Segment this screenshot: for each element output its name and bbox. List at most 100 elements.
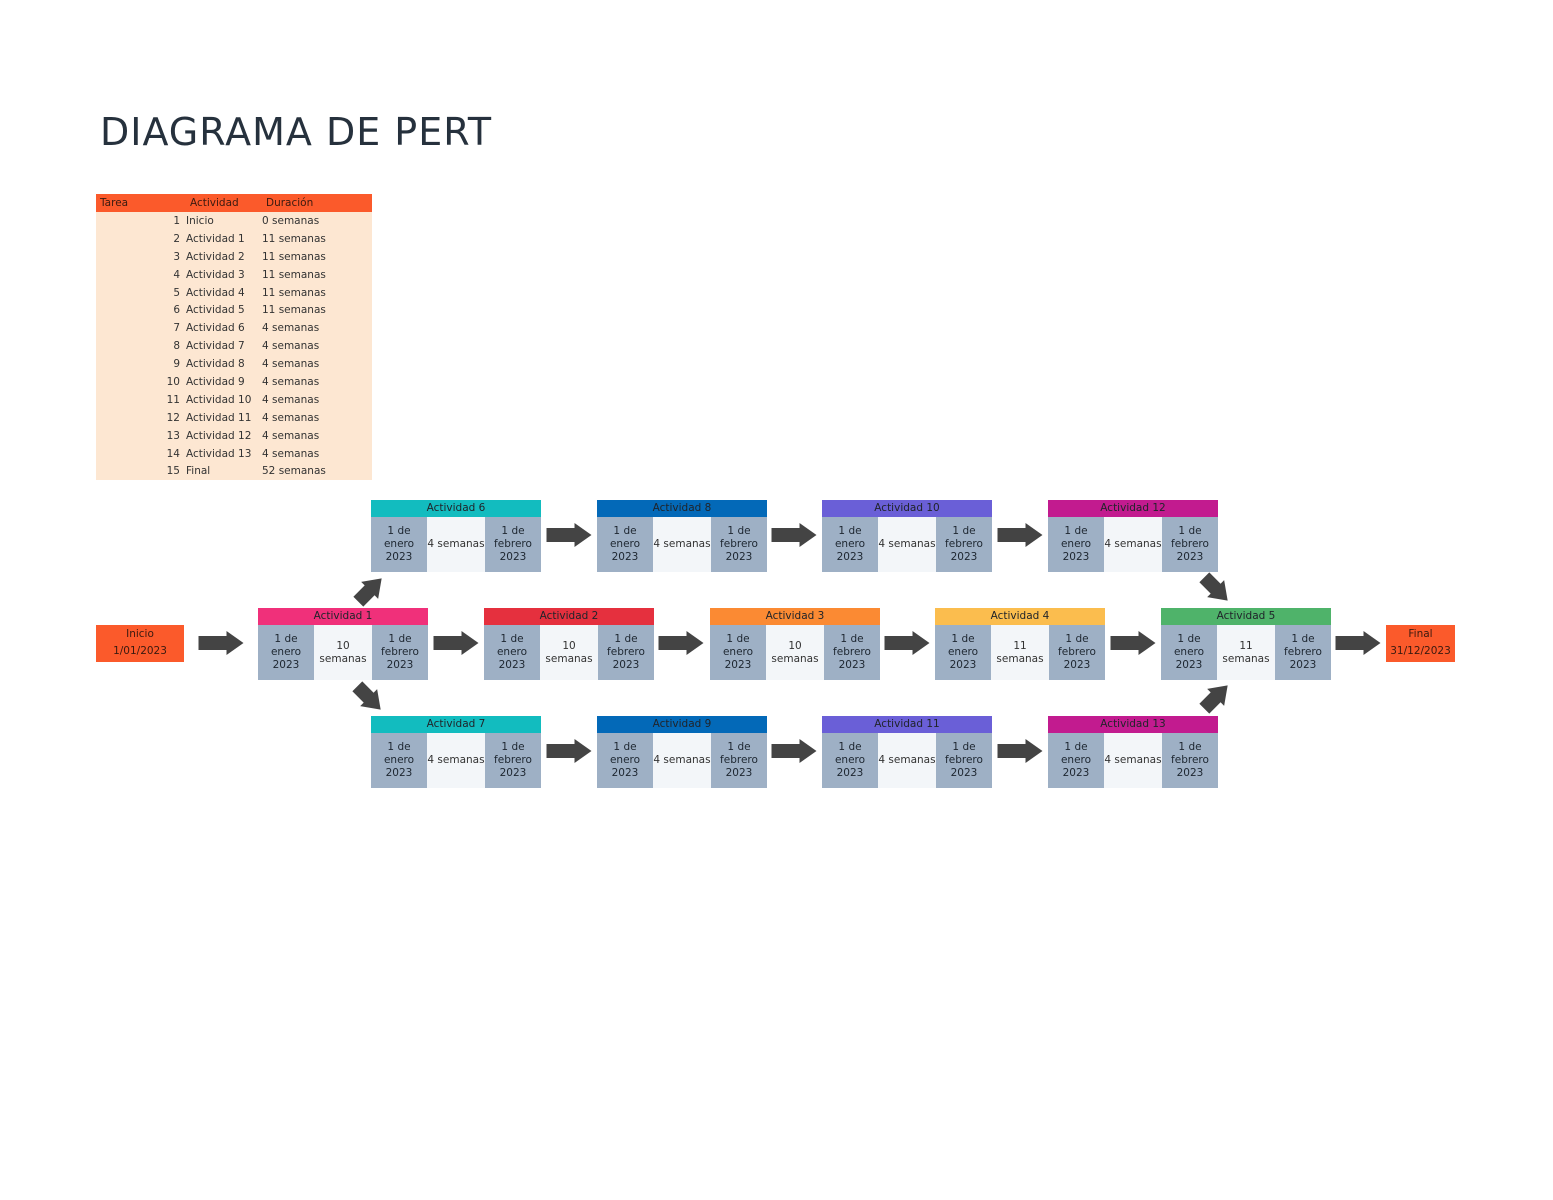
duration: 11 semanas [262,268,326,281]
activity-name: Final [186,465,211,478]
end-date-cell: 1 de febrero 2023 [824,625,880,680]
activity-name: Inicio [186,214,214,227]
task-number: 13 [166,429,180,442]
start-date-cell: 1 de enero 2023 [710,625,766,680]
duration-cell: 4 semanas [653,733,711,788]
start-date-cell: 1 de enero 2023 [822,517,878,572]
activity-node-title: Actividad 8 [597,500,767,517]
arrow-a10-a12 [997,523,1043,547]
task-number: 14 [166,447,180,460]
end-date-cell: 1 de febrero 2023 [711,517,767,572]
task-number: 2 [173,232,180,245]
end-date-cell: 1 de febrero 2023 [711,733,767,788]
start-date-cell: 1 de enero 2023 [1161,625,1217,680]
activity-node-title: Actividad 10 [822,500,992,517]
duration: 11 semanas [262,286,326,299]
table-row: 15 Final 52 semanas [96,462,372,480]
activity-node-title: Actividad 12 [1048,500,1218,517]
duration-cell: 4 semanas [878,517,936,572]
activity-name: Actividad 6 [186,322,245,335]
end-date-cell: 1 de febrero 2023 [1162,733,1218,788]
activity-node-title: Actividad 5 [1161,608,1331,625]
task-number: 5 [173,286,180,299]
start-date-cell: 1 de enero 2023 [1048,733,1104,788]
activity-node-title: Actividad 1 [258,608,428,625]
task-number: 8 [173,340,180,353]
duration-cell: 4 semanas [427,517,485,572]
duration-cell: 10 semanas [766,625,824,680]
task-number: 9 [173,358,180,371]
arrow-a1-a7 [352,681,381,710]
arrow-a13-a5 [1199,685,1228,714]
duration-cell: 4 semanas [427,733,485,788]
end-date-cell: 1 de febrero 2023 [372,625,428,680]
task-number: 10 [166,375,180,388]
arrow-a8-a10 [771,523,817,547]
end-date-cell: 1 de febrero 2023 [485,733,541,788]
activity-node-title: Actividad 4 [935,608,1105,625]
duration: 11 semanas [262,232,326,245]
end-date-cell: 1 de febrero 2023 [936,733,992,788]
duration: 4 semanas [262,447,320,460]
table-row: 12 Actividad 11 4 semanas [96,409,372,427]
activity-node-title: Actividad 11 [822,716,992,733]
activity-name: Actividad 7 [186,340,245,353]
start-date-cell: 1 de enero 2023 [1048,517,1104,572]
activity-name: Actividad 3 [186,268,245,281]
end-date-cell: 1 de febrero 2023 [485,517,541,572]
end-node: Final 31/12/2023 [1386,625,1455,662]
duration: 0 semanas [262,214,320,227]
task-number: 15 [166,465,180,478]
duration: 52 semanas [262,465,326,478]
duration: 11 semanas [262,304,326,317]
activity-name: Actividad 11 [186,411,252,424]
arrow-a12-a5 [1199,572,1228,601]
activity-name: Actividad 8 [186,358,245,371]
table-header-row: Tarea Actividad Duración [96,194,372,212]
activity-name: Actividad 1 [186,232,245,245]
duration: 4 semanas [262,411,320,424]
start-date-cell: 1 de enero 2023 [935,625,991,680]
start-label: Inicio [126,628,154,640]
arrow-a7-a9 [546,739,592,763]
header-actividad: Actividad [186,194,262,212]
duration: 4 semanas [262,322,320,335]
arrow-a5-end [1335,631,1381,655]
header-duracion: Duración [262,194,372,212]
duration-cell: 4 semanas [653,517,711,572]
activity-name: Actividad 5 [186,304,245,317]
end-date-cell: 1 de febrero 2023 [598,625,654,680]
task-number: 12 [166,411,180,424]
arrow-a11-a13 [997,739,1043,763]
start-date-cell: 1 de enero 2023 [822,733,878,788]
duration: 11 semanas [262,250,326,263]
